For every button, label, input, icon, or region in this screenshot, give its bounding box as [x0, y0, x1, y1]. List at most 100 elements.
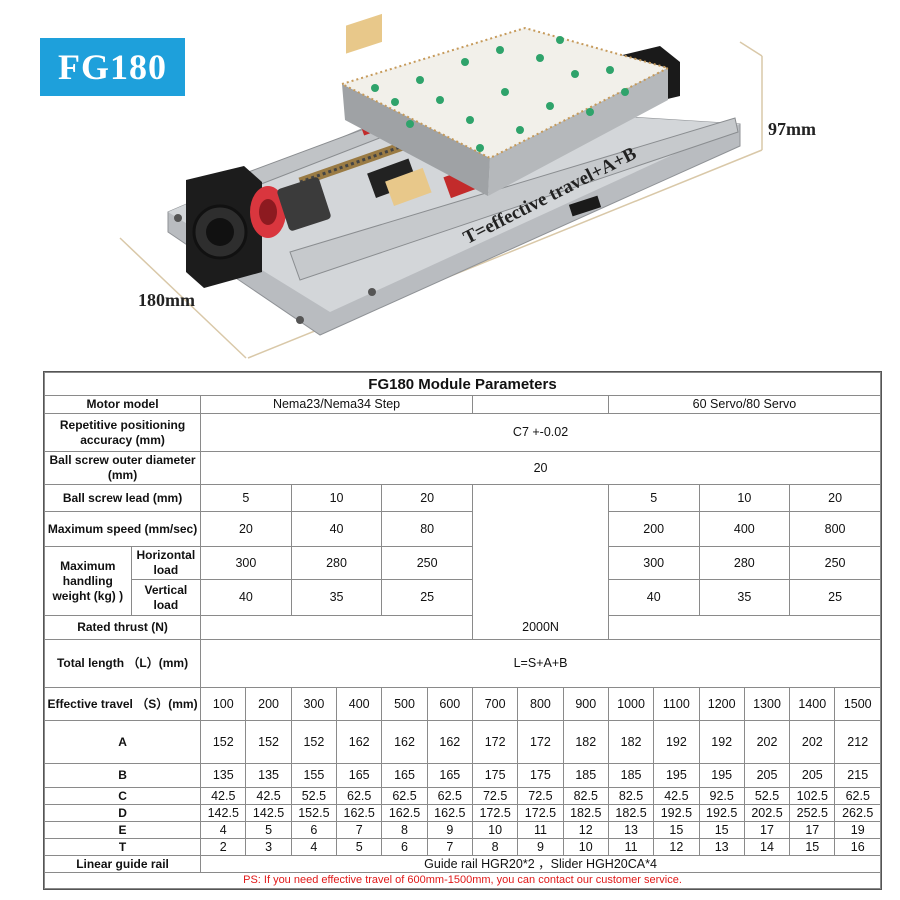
screw-diameter-label: Ball screw outer diameter (mm)	[43, 451, 202, 485]
table-cell: 162.5	[381, 804, 428, 822]
lead-step-1: 5	[200, 484, 292, 512]
travel-value: 100	[200, 687, 247, 721]
horizontal-step-1: 300	[200, 546, 292, 580]
table-cell: 162	[381, 720, 428, 764]
table-cell: 205	[743, 763, 791, 788]
motor-servo: 60 Servo/80 Servo	[607, 395, 882, 414]
table-cell: 12	[562, 821, 609, 839]
table-cell: 152	[290, 720, 338, 764]
horizontal-servo-2: 280	[698, 546, 791, 580]
table-cell: 52.5	[290, 787, 338, 805]
table-cell: 215	[834, 763, 881, 788]
table-cell: 11	[517, 821, 564, 839]
travel-value: 1400	[789, 687, 836, 721]
row-label-e: E	[43, 821, 202, 839]
table-cell: 9	[426, 821, 473, 839]
thrust-label: Rated thrust (N)	[43, 615, 202, 640]
motor-gap	[471, 395, 609, 414]
table-cell: 5	[336, 838, 383, 856]
table-cell: 152.5	[290, 804, 338, 822]
product-badge: FG180	[40, 38, 185, 96]
table-cell: 17	[789, 821, 836, 839]
table-cell: 175	[517, 763, 564, 788]
vertical-servo-1: 40	[607, 579, 700, 616]
table-cell: 12	[653, 838, 700, 856]
table-cell: 15	[789, 838, 836, 856]
dimension-line-width	[119, 237, 247, 359]
travel-value: 300	[290, 687, 338, 721]
speed-servo-1: 200	[607, 511, 700, 547]
speed-servo-2: 400	[698, 511, 791, 547]
table-cell: 2	[200, 838, 247, 856]
table-cell: 7	[336, 821, 383, 839]
table-cell: 7	[426, 838, 473, 856]
table-cell: 165	[336, 763, 383, 788]
plate-holes	[371, 36, 629, 152]
table-cell: 62.5	[426, 787, 473, 805]
guide-rail-front	[289, 117, 739, 281]
table-cell: 162	[426, 720, 473, 764]
table-cell: 6	[381, 838, 428, 856]
row-label-t: T	[43, 838, 202, 856]
accuracy-value: C7 +-0.02	[200, 413, 881, 452]
table-cell: 195	[698, 763, 745, 788]
vertical-servo-3: 25	[789, 579, 881, 616]
table-cell: 202	[743, 720, 791, 764]
table-cell: 11	[607, 838, 655, 856]
screw-diameter-value: 20	[200, 451, 881, 485]
table-cell: 15	[698, 821, 745, 839]
table-cell: 185	[562, 763, 609, 788]
table-cell: 42.5	[245, 787, 292, 805]
total-length-value: L=S+A+B	[200, 639, 881, 688]
table-cell: 202	[789, 720, 836, 764]
total-length-label: Total length （L）(mm)	[43, 639, 202, 688]
table-cell: 172	[517, 720, 564, 764]
travel-value: 700	[471, 687, 519, 721]
table-cell: 4	[200, 821, 247, 839]
table-cell: 172.5	[517, 804, 564, 822]
travel-value: 1100	[653, 687, 700, 721]
travel-value: 900	[562, 687, 609, 721]
table-cell: 16	[834, 838, 881, 856]
table-cell: 172	[471, 720, 519, 764]
vertical-servo-2: 35	[698, 579, 791, 616]
table-cell: 6	[290, 821, 338, 839]
lead-step-2: 10	[290, 484, 383, 512]
table-cell: 155	[290, 763, 338, 788]
table-cell: 102.5	[789, 787, 836, 805]
table-cell: 14	[743, 838, 791, 856]
table-cell: 192	[698, 720, 745, 764]
table-cell: 9	[517, 838, 564, 856]
table-cell: 195	[653, 763, 700, 788]
table-cell: 62.5	[834, 787, 881, 805]
row-label-c: C	[43, 787, 202, 805]
handling-label: Maximum handling weight (kg) )	[44, 546, 132, 616]
travel-value: 1300	[743, 687, 791, 721]
table-cell: 185	[607, 763, 655, 788]
table-cell: 152	[245, 720, 292, 764]
vertical-load-label: Vertical load	[130, 579, 202, 616]
speed-label: Maximum speed (mm/sec)	[43, 511, 202, 547]
travel-value: 200	[245, 687, 292, 721]
row-label-b: B	[43, 763, 202, 788]
row-label-a: A	[43, 720, 202, 764]
speed-step-1: 20	[200, 511, 292, 547]
horizontal-servo-3: 250	[789, 546, 881, 580]
table-cell: 52.5	[743, 787, 791, 805]
travel-value: 600	[426, 687, 473, 721]
table-cell: 212	[834, 720, 881, 764]
table-cell: 72.5	[517, 787, 564, 805]
table-cell: 165	[381, 763, 428, 788]
table-cell: 5	[245, 821, 292, 839]
table-cell: 142.5	[245, 804, 292, 822]
vertical-step-2: 35	[290, 579, 383, 616]
lead-step-3: 20	[381, 484, 473, 512]
accuracy-label: Repetitive positioning accuracy (mm)	[43, 413, 202, 452]
table-cell: 10	[562, 838, 609, 856]
travel-value: 500	[381, 687, 428, 721]
height-dimension-label: 97mm	[768, 119, 816, 139]
table-cell: 152	[200, 720, 247, 764]
horizontal-servo-1: 300	[607, 546, 700, 580]
table-cell: 192.5	[653, 804, 700, 822]
table-cell: 262.5	[834, 804, 881, 822]
